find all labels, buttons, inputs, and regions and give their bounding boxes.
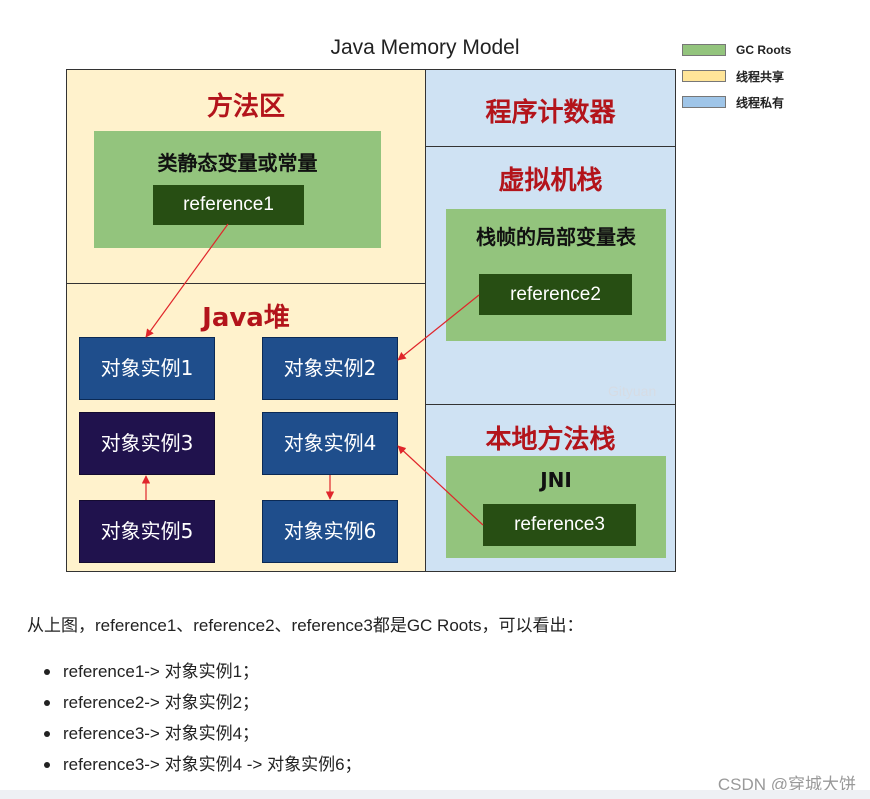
bullet-dot [44,762,50,768]
object-instance-4: 对象实例4 [262,412,398,475]
list-item-text: reference1-> 对象实例1； [63,662,260,681]
reference1-box: reference1 [153,185,304,225]
bottom-band [0,790,870,799]
object-instance-1: 对象实例1 [79,337,215,400]
bullet-dot [44,731,50,737]
legend-swatch [682,70,726,82]
native-stack-heading: 本地方法栈 [485,425,616,455]
legend-item-gc-roots: GC Roots [682,43,791,57]
credit-watermark: CSDN @穿城大饼 [717,775,856,794]
list-item-text: reference3-> 对象实例4； [63,724,260,743]
java-heap-heading: Java堆 [202,303,290,333]
object-instance-5: 对象实例5 [79,500,215,563]
legend-label: 线程私有 [736,95,785,110]
bullet-dot [44,669,50,675]
legend-label: 线程共享 [736,69,785,84]
arrow-reference2-to-object2 [397,294,480,361]
watermark: Gityuan [608,383,657,399]
legend-item-shared: 线程共享 [682,69,785,84]
list-item: reference3-> 对象实例4 -> 对象实例6； [27,749,362,780]
legend-item-private: 线程私有 [682,95,785,110]
jni-title: JNI [540,468,572,492]
method-area-heading: 方法区 [206,92,285,122]
pc-register-region [425,69,676,147]
static-variables-box: 类静态变量或常量 reference1 [94,131,381,248]
list-item: reference2-> 对象实例2； [27,687,362,718]
list-item: reference1-> 对象实例1； [27,656,362,687]
diagram-title: Java Memory Model [330,36,520,59]
local-variable-table-title: 栈帧的局部变量表 [476,225,636,249]
object-instance-3: 对象实例3 [79,412,215,475]
jni-box: JNI reference3 [446,456,666,558]
legend-swatch [682,96,726,108]
static-variables-title: 类静态变量或常量 [157,151,318,175]
reference3-box: reference3 [483,504,636,546]
bullet-dot [44,700,50,706]
bullet-list: reference1-> 对象实例1； reference2-> 对象实例2； … [27,656,362,780]
legend-swatch [682,44,726,56]
local-variable-table-box: 栈帧的局部变量表 reference2 [446,209,666,341]
caption-text: 从上图，reference1、reference2、reference3都是GC… [27,616,584,635]
arrow-reference1-to-object1 [145,223,229,338]
list-item-text: reference3-> 对象实例4 -> 对象实例6； [63,755,362,774]
object-instance-6: 对象实例6 [262,500,398,563]
reference2-box: reference2 [479,274,632,315]
legend-label: GC Roots [736,43,792,57]
list-item: reference3-> 对象实例4； [27,718,362,749]
object-instance-2: 对象实例2 [262,337,398,400]
arrow-reference3-to-object4 [397,445,484,526]
pc-register-heading: 程序计数器 [485,98,616,128]
vm-stack-heading: 虚拟机栈 [498,166,603,196]
list-item-text: reference2-> 对象实例2； [63,693,260,712]
